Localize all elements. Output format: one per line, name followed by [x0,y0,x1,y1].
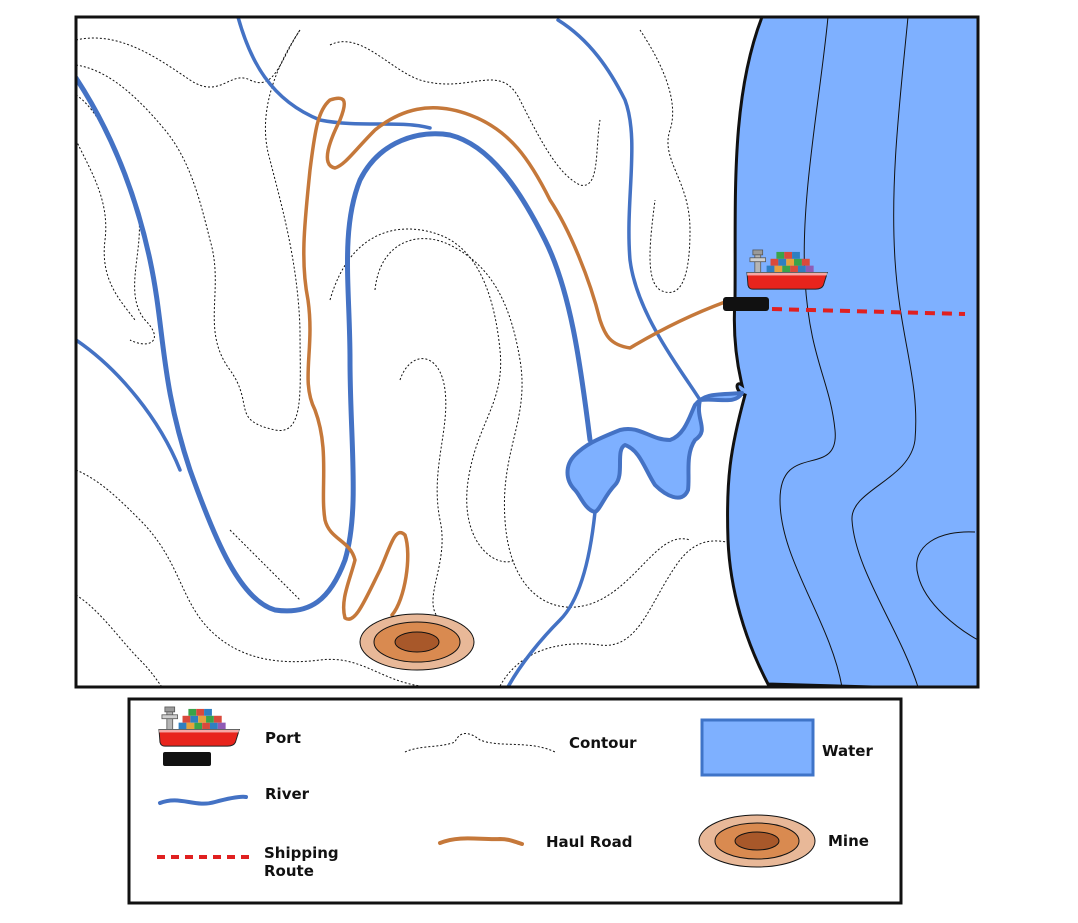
contour-line [76,29,301,431]
contour-line [76,139,136,321]
river-main [76,75,593,614]
contour-line [399,358,447,621]
port-dock [723,297,769,311]
river-tributary-east [556,18,702,402]
contour-line [76,469,421,687]
shipping-route [771,307,966,316]
sea-depth-contours [779,17,978,687]
contour-line [499,540,741,687]
contour-line [76,29,301,88]
contour-line [76,594,163,687]
legend-mine-label: Mine [828,832,869,850]
haul-road [302,96,727,621]
legend-river-swatch [158,794,248,806]
legend-contour-label: Contour [569,734,637,752]
legend-mine-swatch [698,814,816,868]
contour-line [329,228,516,563]
legend-haul-road-swatch [438,836,524,846]
legend-shipping-label-1: Shipping [264,844,339,862]
legend-haul-road-label: Haul Road [546,833,632,851]
legend-contour-swatch [404,733,556,753]
lake [565,391,744,514]
mine [359,613,475,671]
contour-line [374,238,691,608]
rivers [76,17,702,687]
legend-river-label: River [265,785,310,803]
legend-water-label: Water [822,742,873,760]
legend-port-dock [163,752,211,766]
legend-port-label: Port [265,729,301,747]
sea-water [726,17,978,687]
river-outflow [506,510,597,687]
river-tributary-west [76,338,182,472]
legend-water-swatch [700,718,815,777]
contour-line [329,41,601,186]
contour-line [639,29,691,293]
legend-shipping-label-2: Route [264,862,314,880]
map-frame [74,15,980,689]
contour-line [229,529,301,601]
